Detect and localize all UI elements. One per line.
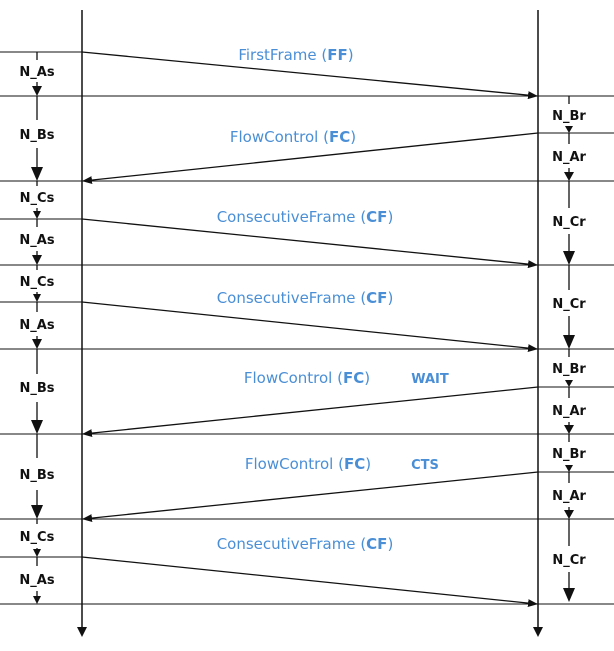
message-label-ff: FirstFrame (FF) [238, 46, 353, 64]
timer-label-n-as: N_As [19, 573, 54, 588]
label-bg [542, 211, 596, 231]
message-name: FlowControl [244, 369, 332, 387]
label-bg [10, 314, 64, 334]
message-label-cf: ConsecutiveFrame (CF) [217, 208, 394, 226]
message-abbr: FC [344, 455, 365, 473]
timer-label-n-br: N_Br [552, 109, 586, 124]
label-bg [10, 526, 64, 546]
timer-label-n-br: N_Br [552, 362, 586, 377]
message-name: ConsecutiveFrame [217, 289, 356, 307]
timer-label-n-as: N_As [19, 65, 54, 80]
timer-label-n-br: N_Br [552, 447, 586, 462]
message-abbr: CF [366, 208, 387, 226]
label-bg [10, 271, 64, 291]
message-note-wait: WAIT [411, 372, 449, 387]
message-labels: FirstFrame (FF) FlowControl (FC) Consecu… [217, 46, 449, 553]
label-bg [10, 569, 64, 589]
message-arrow-fc-wait [82, 386, 539, 438]
receiver-timer-arrowheads [563, 126, 575, 602]
message-name: FirstFrame [238, 46, 316, 64]
message-arrow-cf [81, 556, 538, 608]
timer-label-n-bs: N_Bs [19, 468, 54, 483]
message-abbr: CF [366, 535, 387, 553]
message-label-fc-cts: FlowControl (FC) [245, 455, 371, 473]
timer-label-n-ar: N_Ar [552, 489, 586, 504]
label-bg [10, 61, 64, 81]
label-bg [542, 549, 596, 569]
timer-label-n-cs: N_Cs [20, 191, 55, 206]
timer-label-n-as: N_As [19, 233, 54, 248]
label-bg [542, 105, 596, 125]
label-bg [10, 377, 64, 397]
label-bg [542, 358, 596, 378]
label-bg [10, 187, 64, 207]
time-separators [0, 51, 614, 605]
message-arrow-ff [81, 51, 538, 100]
sender-timer-labels: N_As N_Bs N_Cs N_As N_Cs N_As N_Bs N_Bs … [10, 61, 64, 589]
timer-label-n-ar: N_Ar [552, 150, 586, 165]
timer-label-n-cr: N_Cr [552, 553, 586, 568]
timer-label-n-bs: N_Bs [19, 381, 54, 396]
sender-timer-arrowheads [31, 86, 43, 604]
timer-label-n-cs: N_Cs [20, 530, 55, 545]
message-abbr: FF [327, 46, 348, 64]
message-name: ConsecutiveFrame [217, 535, 356, 553]
timer-label-n-cs: N_Cs [20, 275, 55, 290]
label-bg [10, 464, 64, 484]
timer-label-n-cr: N_Cr [552, 297, 586, 312]
message-arrow-fc-cts [82, 471, 539, 523]
label-bg [542, 400, 596, 420]
timer-label-n-bs: N_Bs [19, 128, 54, 143]
message-abbr: FC [329, 128, 350, 146]
message-label-fc: FlowControl (FC) [230, 128, 356, 146]
message-name: ConsecutiveFrame [217, 208, 356, 226]
message-label-cf: ConsecutiveFrame (CF) [217, 535, 394, 553]
message-name: FlowControl [245, 455, 333, 473]
message-note-cts: CTS [411, 458, 439, 473]
receiver-lifeline-arrowhead [533, 627, 543, 637]
label-bg [10, 124, 64, 144]
message-abbr: CF [366, 289, 387, 307]
message-arrow-fc [82, 132, 539, 185]
label-bg [542, 293, 596, 313]
message-label-fc-wait: FlowControl (FC) [244, 369, 370, 387]
label-bg [10, 229, 64, 249]
label-bg [542, 443, 596, 463]
message-abbr: FC [343, 369, 364, 387]
timer-label-n-as: N_As [19, 318, 54, 333]
receiver-timer-labels: N_Br N_Ar N_Cr N_Cr N_Br N_Ar N_Br N_Ar … [542, 105, 596, 569]
sender-lifeline-arrowhead [77, 627, 87, 637]
timer-label-n-cr: N_Cr [552, 215, 586, 230]
message-name: FlowControl [230, 128, 318, 146]
label-bg [542, 485, 596, 505]
message-label-cf: ConsecutiveFrame (CF) [217, 289, 394, 307]
timer-label-n-ar: N_Ar [552, 404, 586, 419]
message-arrow-cf [81, 218, 538, 269]
message-arrow-cf [81, 301, 538, 353]
label-bg [542, 146, 596, 166]
